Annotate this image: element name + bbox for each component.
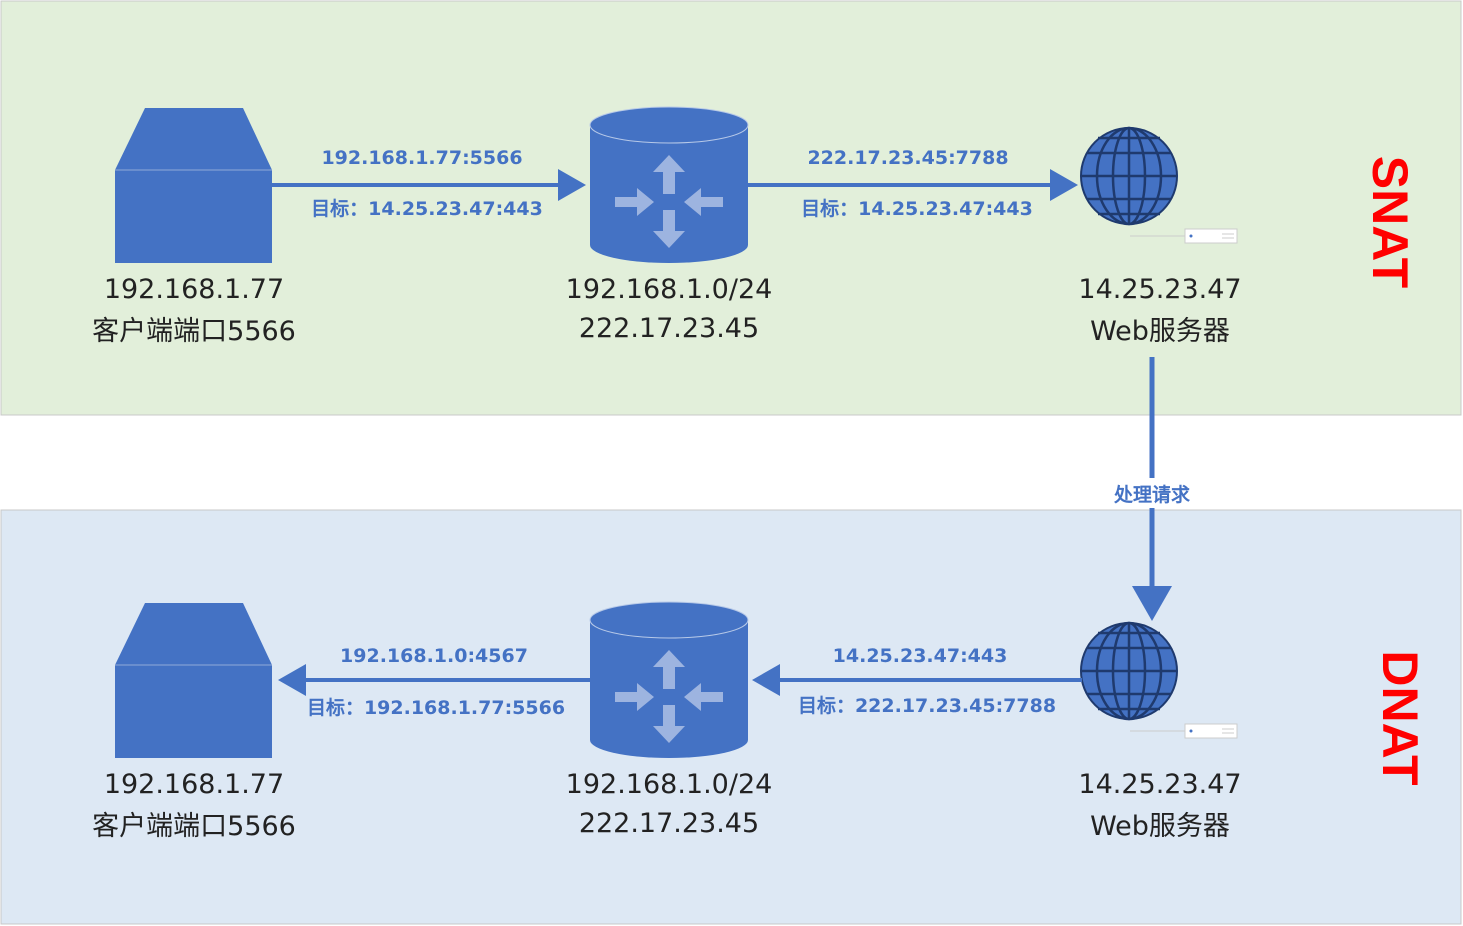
link2-dst: 目标：14.25.23.47:443 — [801, 198, 1033, 220]
link1-src: 192.168.1.77:5566 — [321, 147, 522, 169]
client-ip: 192.168.1.77 — [104, 769, 284, 800]
server-name: Web服务器 — [1090, 811, 1230, 842]
link2-src: 14.25.23.47:443 — [833, 645, 1008, 667]
router-lan: 192.168.1.0/24 — [566, 769, 773, 800]
dnat-title: DNAT — [1372, 650, 1428, 785]
router-wan: 222.17.23.45 — [579, 313, 759, 344]
link1-src: 192.168.1.0:4567 — [340, 645, 528, 667]
client-port: 客户端端口5566 — [92, 316, 296, 347]
router-icon — [589, 106, 749, 264]
link2-src: 222.17.23.45:7788 — [807, 147, 1008, 169]
client-computer-icon — [114, 107, 273, 264]
snat-title: SNAT — [1362, 156, 1418, 288]
client-ip: 192.168.1.77 — [104, 274, 284, 305]
client-computer-icon — [114, 602, 273, 759]
router-icon — [589, 601, 749, 759]
link2-dst: 目标：222.17.23.45:7788 — [798, 695, 1056, 717]
process-request-label: 处理请求 — [1113, 483, 1191, 506]
router-lan: 192.168.1.0/24 — [566, 274, 773, 305]
link1-dst: 目标：192.168.1.77:5566 — [307, 697, 565, 719]
link1-dst: 目标：14.25.23.47:443 — [311, 198, 543, 220]
router-wan: 222.17.23.45 — [579, 808, 759, 839]
server-ip: 14.25.23.47 — [1078, 274, 1241, 305]
server-ip: 14.25.23.47 — [1078, 769, 1241, 800]
client-port: 客户端端口5566 — [92, 811, 296, 842]
server-name: Web服务器 — [1090, 316, 1230, 347]
